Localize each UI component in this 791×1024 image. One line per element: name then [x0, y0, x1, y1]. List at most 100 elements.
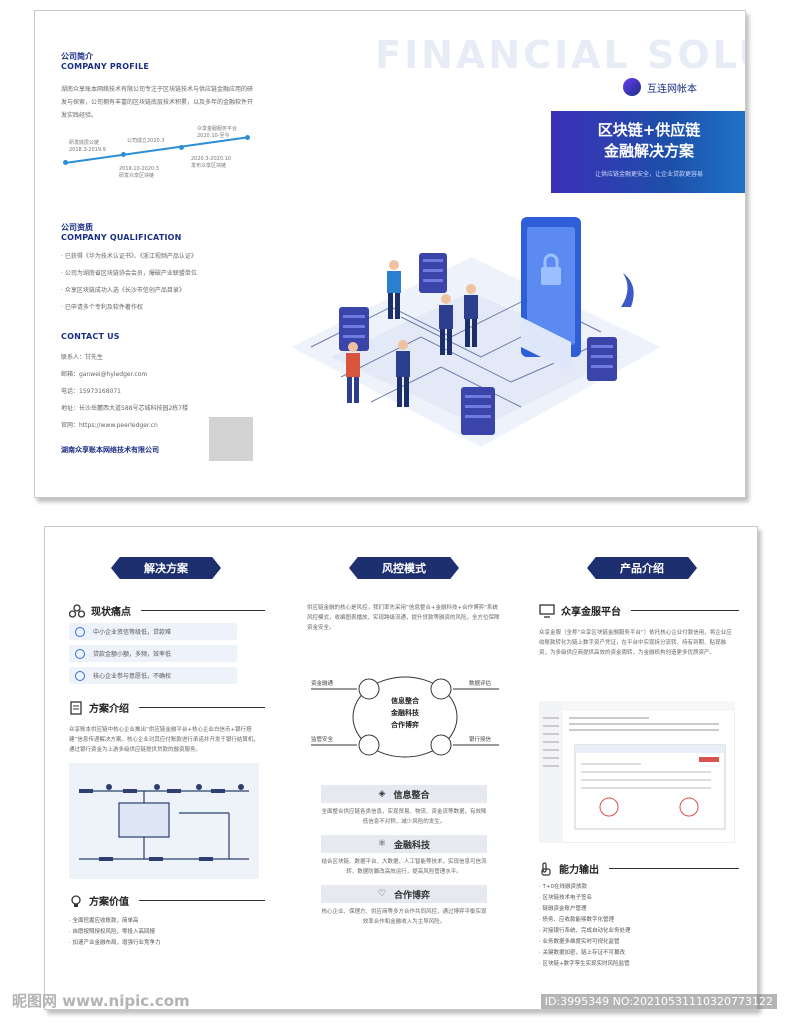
image-id-label: ID:3995349 NO:20210531110320773122 [540, 994, 777, 1009]
profile-title-en: COMPANY PROFILE [61, 62, 150, 71]
company-timeline: 研发底层公链 2018.3-2019.9 公司成立2020.3 2019.10-… [61, 126, 257, 192]
title-underline [139, 900, 265, 901]
qualification-title-cn: 公司资质 [61, 223, 93, 232]
timeline-dot [121, 152, 126, 157]
ability-item: · 区块链+数字孪生实现实时风险监管 [539, 961, 630, 967]
product-column: 产品介绍 众享金服平台 众享金服（全称“众享区块链金融服务平台”）依托核心企业付… [533, 527, 747, 1009]
timeline-label: 公司成立2020.3 [127, 138, 165, 144]
timeline-label: 2019.10-2020.3 研发众享区块链 [119, 166, 159, 179]
qualification-item: · 已申请多个专利及软件著作权 [61, 304, 143, 311]
pain-text: 贷款金额小额，多频，效率低 [93, 651, 172, 658]
risk-cycle-diagram [311, 676, 499, 758]
profile-body: 湖南众享账本网络技术有限公司专注于区块链技术与供应链金融应用的研发与探索，公司拥… [61, 86, 254, 119]
ability-item: · 业务数据多维度实时可视化监管 [539, 939, 620, 945]
ability-item: · 债务、应收款能够数字化管理 [539, 917, 614, 923]
block-title-text: 信息整合 [393, 790, 430, 801]
stack-icon: ◈ [378, 789, 386, 799]
block-title-text: 金融科技 [394, 840, 431, 851]
center-line: 合作博弈 [391, 721, 419, 729]
timeline-dot [245, 135, 250, 140]
banner-subtitle: 让供应链金融更安全，让企业贷款更容易 [594, 171, 703, 178]
ability-section-title: 能力输出 [539, 861, 739, 876]
title-banner: 区块链+供应链 金融解决方案 让供应链金融更安全，让企业贷款更容易 [551, 111, 745, 193]
ability-item: · 链融资金账户管理 [539, 906, 587, 912]
title-underline [631, 610, 739, 611]
pain-section-title: 现状痛点 [69, 603, 265, 618]
platform-title: 众享金服平台 [561, 607, 621, 618]
contact-title: CONTACT US [61, 332, 120, 341]
risk-node: 数据评估 [469, 681, 492, 687]
brochure-cover-sheet: FINANCIAL SOLUT 公司简介 COMPANY PROFILE 湖南众… [34, 10, 746, 498]
value-title: 方案价值 [89, 897, 129, 908]
timeline-label: 2020.3-2020.10 发布众享区块链 [191, 156, 231, 169]
risk-tag: 风控模式 [349, 557, 459, 579]
risk-blocks: ◈ 信息整合 全面整合供应链各类信息，实现贸易、物流、资金流等数据，有效降低信息不… [321, 785, 487, 927]
block-title-text: 合作博弈 [394, 890, 431, 901]
intro-title: 方案介绍 [89, 704, 129, 715]
cooperation-block-title: ♡ 合作博弈 [321, 885, 487, 903]
info-block-title: ◈ 信息整合 [321, 785, 487, 803]
timeline-label: 众享金服服务平台 2020.10-至今 [197, 126, 238, 139]
value-section-title: 方案价值 [69, 893, 265, 908]
contact-email: 邮箱：ganwei@hyledger.com [61, 371, 148, 378]
qualification-item: · 公司为湖南省区块链协会会员，爆破产业联盟单位 [61, 270, 197, 277]
timeline-dot [179, 145, 184, 150]
info-block-text: 全面整合供应链各类信息，实现贸易、物流、资金流等数据，有效降低信息不对称，减少风… [321, 809, 487, 825]
heart-icon: ♡ [377, 889, 387, 899]
ability-item: · 区块链技术电子签名 [539, 895, 592, 901]
qr-code-placeholder [209, 417, 253, 461]
brochure-inner-sheet: 解决方案 现状痛点 中小企业资信等级低，贷款难 贷款金额小额，多频，效率低 核心… [44, 526, 758, 1010]
risk-column: 风控模式 供应链金融的核心是风控。我们率先采用“信息整合+金融科技+合作博弈”系… [299, 527, 509, 1009]
contact-person: 联系人：甘先生 [61, 354, 104, 361]
pain-title: 现状痛点 [91, 607, 131, 618]
value-item: · 自愿按照授权风险，零投入高回报 [69, 929, 155, 935]
platform-screenshot [539, 701, 735, 843]
intro-section-title: 方案介绍 [69, 700, 265, 715]
financial-watermark: FINANCIAL SOLUT [375, 33, 745, 77]
document-icon [70, 700, 82, 715]
check-icon [75, 670, 85, 681]
pain-item: 核心企业参与意愿低，不确权 [69, 667, 237, 684]
logo-icon [623, 78, 641, 96]
pain-item: 贷款金额小额，多频，效率低 [69, 645, 237, 662]
timeline-dot [63, 160, 68, 165]
solution-column: 解决方案 现状痛点 中小企业资信等级低，贷款难 贷款金额小额，多频，效率低 核心… [63, 527, 273, 1009]
solution-tag: 解决方案 [111, 557, 221, 579]
qualification-item: · 众享区块链成功入选《长沙市信创产品目录》 [61, 287, 185, 294]
isometric-blockchain-illustration [291, 217, 661, 447]
pain-text: 核心企业参与意愿低，不确权 [93, 673, 172, 680]
contact-website: 官网：https://www.peerledger.cn [61, 422, 158, 429]
intro-text: 众享账本供应链中核心企业推出“供应链金融平台+核心企业白信币+银行搭建”信息传递… [69, 727, 259, 753]
atom-icon: ⚛ [377, 839, 387, 849]
value-list: · 全面挖掘应收账款，简单高 · 自愿按照授权风险，零投入高回报 · 加速产业金… [69, 916, 265, 949]
lightbulb-icon [71, 894, 81, 907]
risk-node: 银行授信 [469, 737, 492, 743]
pain-text: 中小企业资信等级低，贷款难 [93, 629, 172, 636]
title-underline [609, 868, 739, 869]
timeline-label: 研发底层公链 2018.3-2019.9 [69, 140, 106, 153]
logo-text: 互连网帐本 [647, 83, 697, 95]
monitor-icon [539, 603, 555, 618]
profile-title-cn: 公司简介 [61, 52, 93, 61]
value-item: · 全面挖掘应收账款，简单高 [69, 918, 139, 924]
risk-center-text: 信息整合 金融科技 合作博弈 [375, 695, 435, 731]
ability-item: · T+0在线融资放款 [539, 884, 587, 890]
qualification-item: · 已获得《华为技术认证书》、《浙江视频产品认证》 [61, 253, 197, 260]
contact-address: 地址：长沙岳麓西大道588号芯城科技园2栋7楼 [61, 405, 189, 412]
contact-phone: 电话：15973168071 [61, 388, 121, 395]
platform-section-title: 众享金服平台 [539, 603, 739, 618]
pain-item: 中小企业资信等级低，贷款难 [69, 623, 237, 640]
center-line: 信息整合 [391, 697, 419, 705]
ability-item: · 关键数据加密，链上存证不可篡改 [539, 950, 625, 956]
fintech-block-title: ⚛ 金融科技 [321, 835, 487, 853]
speed-icon [75, 648, 85, 659]
qualification-list: · 已获得《华为技术认证书》、《浙江视频产品认证》 · 公司为湖南省区块链协会会… [61, 248, 257, 316]
brand-logo: 互连网帐本 [623, 78, 697, 96]
network-icon [69, 603, 85, 618]
cooperation-block-text: 核心企业、保理方、供应商等多方合作共同风控，通过博弈平衡实现效率合作和金融收入为… [321, 909, 487, 925]
money-bag-icon [75, 626, 85, 637]
center-line: 金融科技 [391, 709, 419, 717]
qualification-title-en: COMPANY QUALIFICATION [61, 233, 182, 242]
title-underline [141, 610, 265, 611]
risk-node: 监管安全 [311, 737, 334, 743]
